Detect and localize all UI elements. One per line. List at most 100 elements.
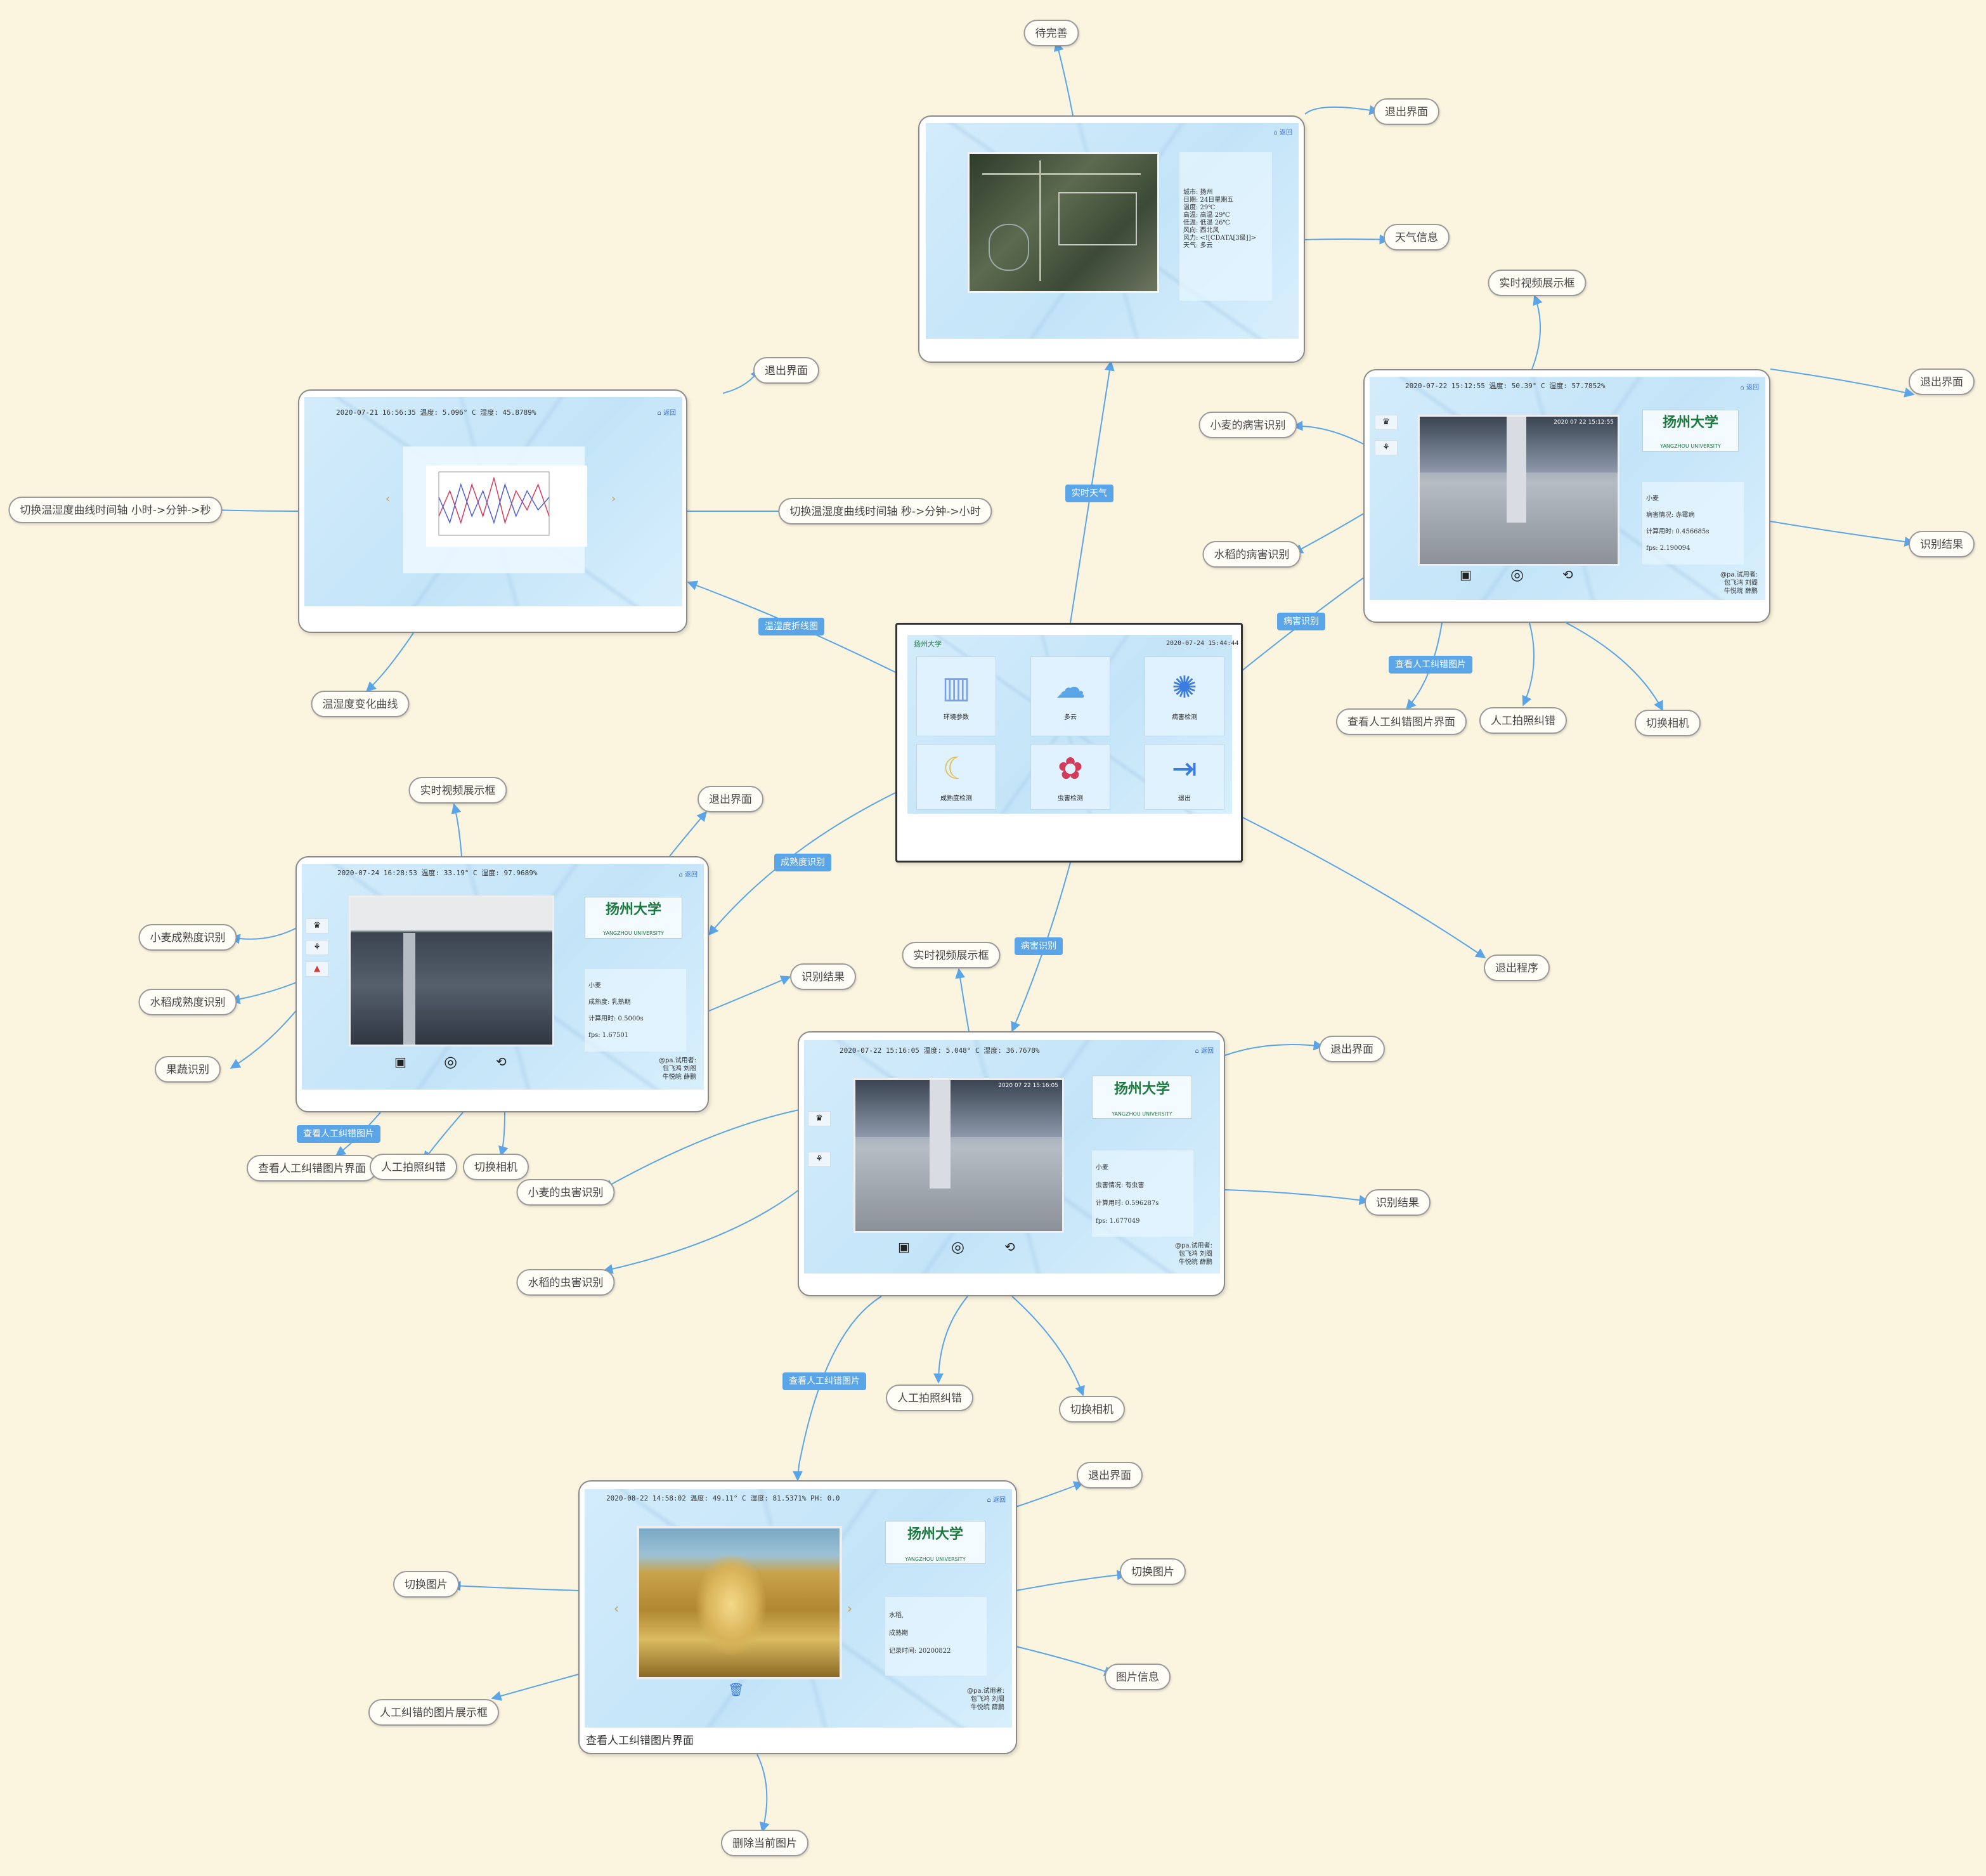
info-line: 日期: 24日星期五: [1183, 197, 1234, 204]
maturity-screen: 2020-07-24 16:28:53 温度: 33.19° C 湿度: 97.…: [302, 864, 704, 1090]
cloud-sun-icon: ☁: [1055, 670, 1086, 705]
result-crop: 小麦: [588, 982, 601, 989]
result-crop: 小麦: [1096, 1164, 1108, 1171]
next-arrow[interactable]: ›: [847, 1601, 852, 1616]
camera-icon[interactable]: ◎: [951, 1238, 964, 1256]
info-crop: 水稻,: [889, 1612, 904, 1619]
tile-maturity[interactable]: ☾ 成熟度检测: [916, 744, 996, 810]
node-pest-wheat: 小麦的虫害识别: [516, 1179, 615, 1206]
authors: @pa.试用者: 包飞鸿 刘阁 牛悦皖 薛鹏: [659, 1057, 696, 1081]
result-status: 虫害情况: 有虫害: [1096, 1182, 1145, 1189]
home-link[interactable]: ⌂ 返回: [987, 1497, 1006, 1504]
node-disease-rice: 水稻的病害识别: [1202, 541, 1301, 568]
rice-button[interactable]: ⚘: [1375, 440, 1398, 455]
line-chart: [426, 466, 587, 547]
virus-icon: ✺: [1171, 670, 1198, 705]
node-chart-left: 切换温湿度曲线时间轴 小时->分钟->秒: [8, 497, 223, 523]
logo-text: 扬州大学: [1662, 414, 1718, 431]
node-pest-manual: 人工拍照纠错: [886, 1384, 973, 1411]
node-viewer-exit: 退出界面: [1077, 1462, 1143, 1488]
prev-arrow[interactable]: ‹: [614, 1601, 619, 1616]
wheat-button[interactable]: ♛: [808, 1111, 831, 1126]
prev-arrow[interactable]: ‹: [386, 492, 391, 505]
camera-icon[interactable]: ◎: [1510, 566, 1524, 583]
ladybug-icon: ✿: [1057, 751, 1084, 786]
home-link[interactable]: ⌂ 返回: [1195, 1048, 1214, 1055]
result-panel: 小麦 病害情况: 赤霉病 计算用时: 0.456685s fps: 2.1900…: [1642, 482, 1744, 564]
switch-camera-icon[interactable]: ⟲: [496, 1054, 507, 1069]
tile-label: 虫害检测: [1058, 795, 1083, 802]
status-bar: 2020-07-22 15:12:55 温度: 50.39° C 湿度: 57.…: [1405, 382, 1606, 390]
home-label: 返回: [663, 410, 676, 417]
tile-exit[interactable]: ⇥退出: [1145, 744, 1224, 810]
tag-maturity-view: 查看人工纠错图片: [297, 1125, 380, 1143]
chart-axes: [438, 471, 550, 536]
switch-camera-icon[interactable]: ⟲: [1562, 567, 1573, 582]
info-stage: 成熟期: [889, 1630, 908, 1637]
tile-weather[interactable]: ☁多云: [1030, 656, 1110, 736]
gallery-icon[interactable]: ▣: [898, 1239, 910, 1254]
gallery-icon[interactable]: ▣: [394, 1054, 406, 1069]
logo-subtitle: YANGZHOU UNIVERSITY: [603, 930, 664, 936]
wheat-button[interactable]: ♛: [306, 918, 328, 934]
result-time: 计算用时: 0.5000s: [588, 1015, 644, 1022]
disease-card: 2020-07-22 15:12:55 温度: 50.39° C 湿度: 57.…: [1363, 369, 1770, 623]
authors: @pa.试用者: 包飞鸿 刘阁 牛悦皖 薛鹏: [1720, 571, 1758, 596]
home-link[interactable]: ⌂ 返回: [1740, 384, 1759, 391]
node-viewer-delete: 删除当前图片: [721, 1830, 808, 1856]
switch-camera-icon[interactable]: ⟲: [1004, 1239, 1015, 1254]
info-line: 低温: 低温 26℃: [1183, 219, 1230, 226]
rice-button[interactable]: ⚘: [306, 940, 328, 955]
wheat-button[interactable]: ♛: [1375, 415, 1398, 430]
info-line: 天气: 多云: [1183, 242, 1213, 249]
tile-env[interactable]: ▥环境参数: [916, 656, 996, 736]
series-line-0: [438, 476, 550, 524]
node-viewer-frame: 人工纠错的图片展示框: [368, 1699, 499, 1726]
fruit-button[interactable]: ▲: [306, 961, 328, 977]
result-fps: fps: 1.677049: [1096, 1218, 1140, 1225]
tile-pest[interactable]: ✿ 虫害检测: [1030, 744, 1110, 810]
weather-card: ⌂ 返回 城市: 扬州 日期: 24日星期五 温度: 29℃ 高温: 高温 29…: [918, 115, 1305, 363]
node-pest-result: 识别结果: [1365, 1189, 1431, 1216]
rice-button[interactable]: ⚘: [808, 1152, 831, 1167]
tag-weather: 实时天气: [1065, 485, 1113, 502]
next-arrow[interactable]: ›: [611, 492, 616, 505]
home-link[interactable]: ⌂ 返回: [678, 871, 698, 878]
trash-icon[interactable]: 🗑: [728, 1682, 744, 1697]
node-disease-video: 实时视频展示框: [1488, 270, 1587, 296]
gallery-icon[interactable]: ▣: [1460, 567, 1472, 582]
node-disease-switch: 切换相机: [1635, 710, 1701, 736]
result-status: 病害情况: 赤霉病: [1646, 512, 1695, 519]
datetime: 2020-07-24 15:44:44: [1166, 640, 1239, 647]
home-link[interactable]: ⌂ 返回: [657, 410, 676, 417]
node-maturity-wheat: 小麦成熟度识别: [138, 924, 237, 951]
video-frame: [349, 896, 554, 1046]
node-pest-video: 实时视频展示框: [902, 942, 1001, 968]
author-line: 包飞鸿 刘阁: [970, 1696, 1004, 1703]
tile-label: 退出: [1178, 795, 1191, 802]
camera-icon[interactable]: ◎: [444, 1053, 457, 1071]
tile-disease[interactable]: ✺病害检测: [1145, 656, 1224, 736]
node-disease-manual: 人工拍照纠错: [1479, 707, 1567, 734]
wheat-icon: ☾: [942, 751, 970, 786]
logo-text: 扬州大学: [605, 901, 661, 918]
info-line: 高温: 高温 29℃: [1183, 212, 1230, 219]
status-bar: 2020-08-22 14:58:02 温度: 49.11° C 湿度: 81.…: [606, 1494, 840, 1502]
bar-chart-icon: ▥: [942, 670, 971, 705]
result-time: 计算用时: 0.596287s: [1096, 1200, 1159, 1207]
tag-maturity: 成熟度识别: [774, 854, 831, 871]
logo-subtitle: YANGZHOU UNIVERSITY: [1660, 443, 1721, 449]
disease-screen: 2020-07-22 15:12:55 温度: 50.39° C 湿度: 57.…: [1370, 377, 1765, 600]
result-status: 成熟度: 乳熟期: [588, 999, 631, 1006]
viewer-card: 2020-08-22 14:58:02 温度: 49.11° C 湿度: 81.…: [578, 1480, 1017, 1754]
main-menu-screen: 扬州大学 2020-07-24 15:44:44 ▥环境参数 ☁多云 ✺病害检测…: [907, 635, 1238, 814]
status-bar: 2020-07-21 16:56:35 温度: 5.096° C 湿度: 45.…: [336, 408, 536, 417]
home-link[interactable]: ⌂ 返回: [1273, 129, 1292, 136]
author-line: 包飞鸿 刘阁: [1178, 1251, 1212, 1258]
result-panel: 小麦 虫害情况: 有虫害 计算用时: 0.596287s fps: 1.6770…: [1092, 1150, 1193, 1237]
node-chart-curve: 温湿度变化曲线: [311, 691, 410, 717]
tile-label: 成熟度检测: [940, 795, 972, 802]
weather-screen: ⌂ 返回 城市: 扬州 日期: 24日星期五 温度: 29℃ 高温: 高温 29…: [926, 123, 1299, 339]
